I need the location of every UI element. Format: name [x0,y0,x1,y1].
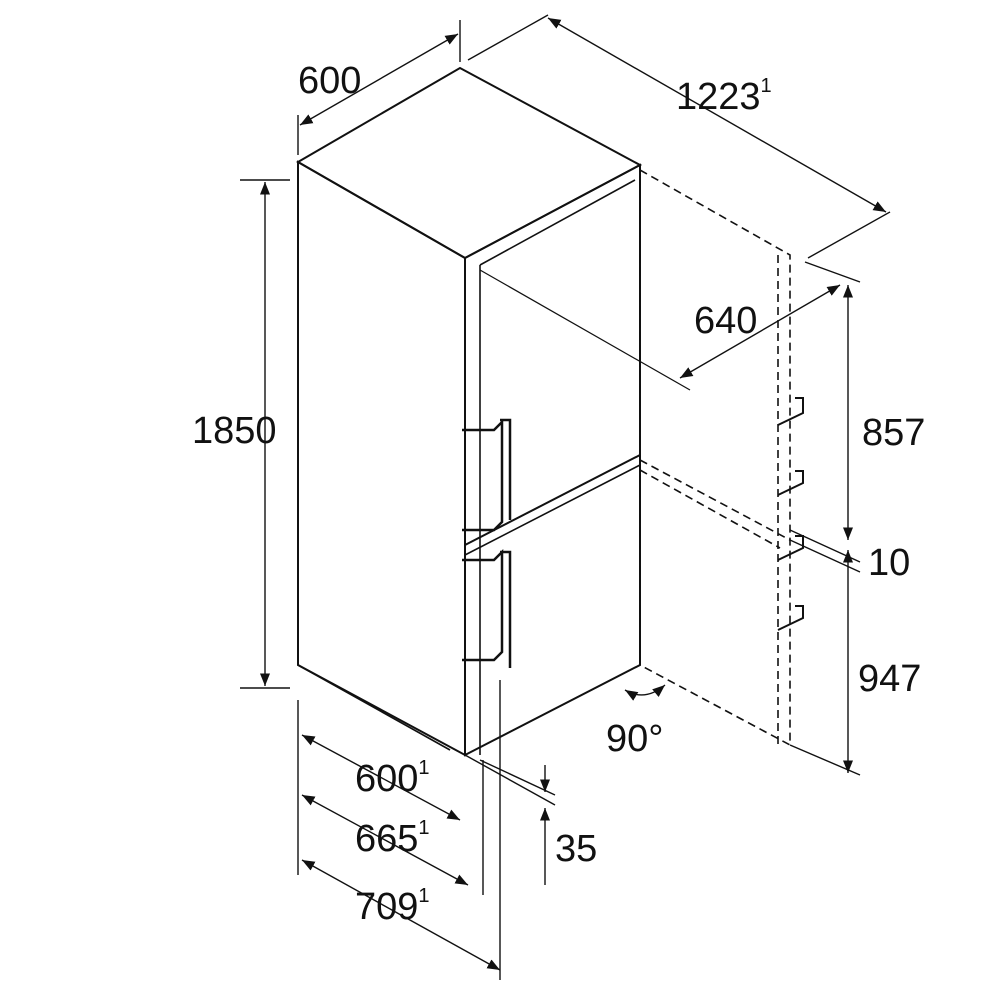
dimension-depth-with-handle: 7091 [355,885,430,928]
dimension-door-depth: 640 [694,300,758,342]
door-opening-angle: 90° [606,718,664,760]
dimension-upper-door: 857 [862,412,926,454]
open-door-outline [639,168,791,747]
door-shelves [777,397,804,631]
footnote: 1 [418,757,430,779]
dimension-lines [240,14,891,980]
dimension-lower-door: 947 [858,658,922,700]
footnote: 1 [760,75,772,97]
dimension-wall-spacing: 35 [555,828,598,870]
value: 1223 [676,76,761,118]
dimension-gap: 10 [868,542,911,584]
dimension-height: 1850 [192,410,277,452]
value: 709 [355,886,419,928]
value: 665 [355,818,419,860]
dimension-width-top: 600 [298,60,362,102]
fridge-body [296,66,691,757]
door-handles [462,418,512,668]
dimension-depth-body: 6001 [355,757,430,800]
footnote: 1 [418,817,430,839]
footnote: 1 [418,885,430,907]
dimension-depth-door-open: 12231 [676,75,772,118]
dimension-depth-with-door: 6651 [355,817,430,860]
value: 600 [355,758,419,800]
